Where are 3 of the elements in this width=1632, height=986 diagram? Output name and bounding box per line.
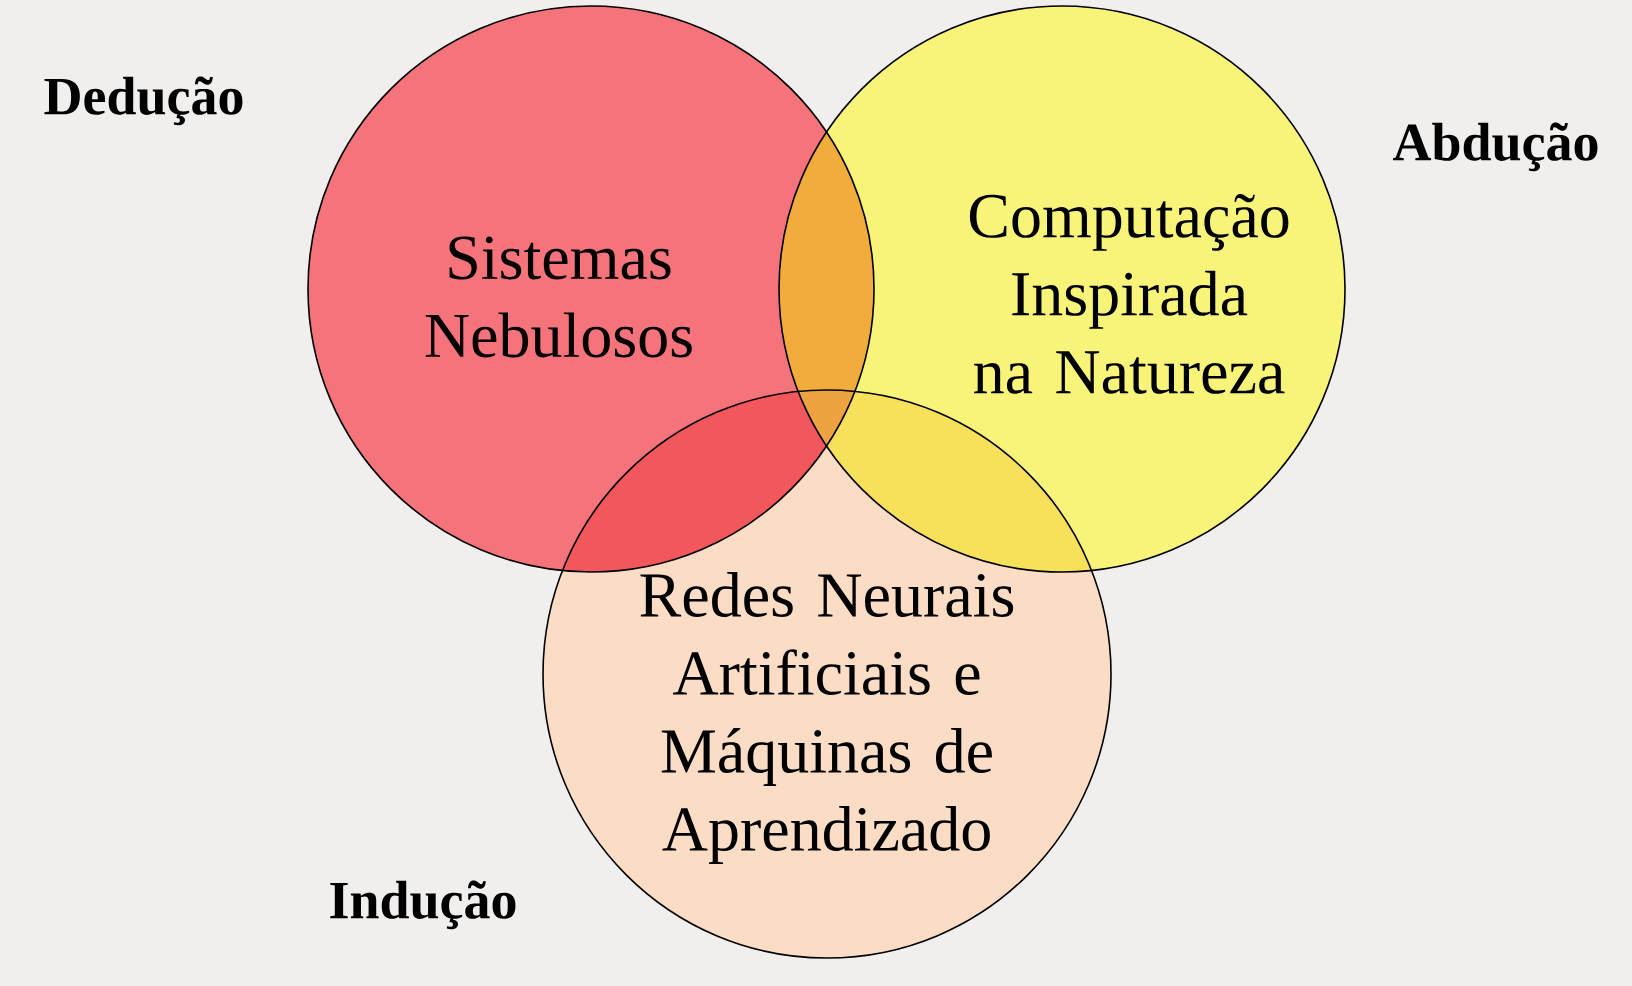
beside-label: Dedução bbox=[44, 76, 243, 126]
beside-label: Indução bbox=[330, 880, 516, 930]
beside-label: Abdução bbox=[1393, 122, 1598, 172]
